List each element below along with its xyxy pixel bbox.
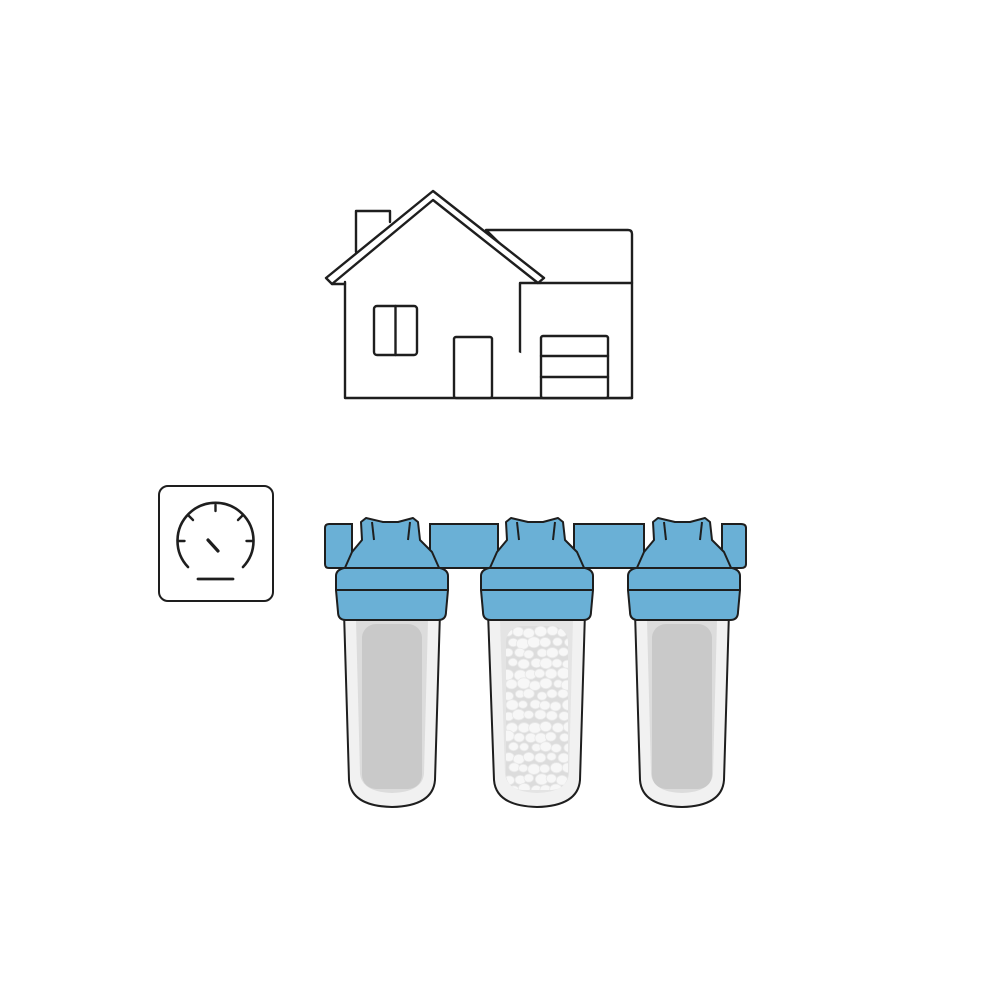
resin-bead [539,637,552,648]
resin-bead [545,710,558,721]
resin-bead [523,773,535,783]
resin-bead [534,752,547,763]
filter-bowl-3 [633,611,731,809]
resin-bead [517,783,531,790]
resin-bead [546,752,557,761]
resin-bead [527,763,541,775]
resin-bead [546,626,559,636]
resin-bead [517,722,531,734]
resin-bead [533,668,546,679]
house-garage-door [539,334,610,400]
resin-bead [534,709,547,720]
resin-bead [536,691,548,701]
resin-bead [558,711,568,721]
resin-bead [539,700,551,711]
resin-bead [536,648,548,658]
pressure-gauge-icon [158,485,274,602]
resin-bead [562,659,568,669]
resin-beads [506,626,568,790]
resin-bead [557,688,568,699]
resin-bead [550,762,563,774]
resin-bead [539,657,553,670]
filter-manifold-pipe [324,523,747,569]
resin-bead [560,679,568,691]
resin-bead [549,701,562,712]
resin-bead [508,741,519,752]
resin-bead [561,762,568,773]
resin-bead [563,742,568,753]
resin-bead [545,647,559,659]
resin-bead [515,637,530,650]
resin-bead [518,763,529,773]
resin-bead [523,649,535,659]
resin-bead [564,637,568,647]
cartridge-sediment-1 [362,624,422,789]
resin-bead [511,709,526,721]
resin-bead [506,699,519,711]
cartridge-sediment-2 [652,624,712,789]
resin-bead [552,637,563,647]
resin-bead [559,733,568,743]
triple-water-filter-housing [324,517,747,809]
resin-bead [545,773,557,784]
gauge-dial-arc [176,501,255,569]
resin-bead [517,658,530,670]
resin-bead [508,762,520,773]
resin-bead [557,752,568,764]
resin-bead [558,647,568,657]
resin-bead [546,689,558,699]
resin-bead [534,626,548,638]
filter-bowl-1 [342,611,442,809]
resin-bead [507,657,518,667]
resin-bead [539,677,553,690]
resin-bead [512,626,525,637]
filter-bowl-2 [486,611,587,809]
resin-bead [539,721,552,732]
resin-bead [544,731,557,742]
house-door [452,335,494,400]
resin-bead [506,678,518,690]
filter-head-3 [627,517,741,621]
resin-bead [539,741,552,752]
resin-bead [550,743,562,753]
resin-bead [518,700,528,709]
filter-head-2 [480,517,594,621]
resin-bead [516,677,531,690]
gauge-ticks [177,503,254,543]
resin-bead [551,722,564,733]
resin-bead [528,722,542,734]
resin-bead [529,699,542,710]
resin-bead [544,668,558,680]
house-chimney [354,209,392,254]
resin-bead [539,763,551,774]
resin-bead [519,742,529,752]
resin-bead [522,688,535,699]
resin-bead [523,710,534,720]
house-icon [324,189,634,400]
resin-bead [527,636,541,649]
resin-bead [513,732,525,743]
resin-bead [562,721,568,733]
resin-bead [514,647,526,658]
resin-bead [506,669,514,681]
resin-bead [551,658,563,669]
resin-bead [522,752,535,763]
filter-head-1 [335,517,449,621]
resin-bead [556,667,568,680]
resin-bead [561,699,568,711]
gauge-needle [206,538,220,553]
resin-bead [506,648,514,658]
resin-bead [522,627,535,639]
